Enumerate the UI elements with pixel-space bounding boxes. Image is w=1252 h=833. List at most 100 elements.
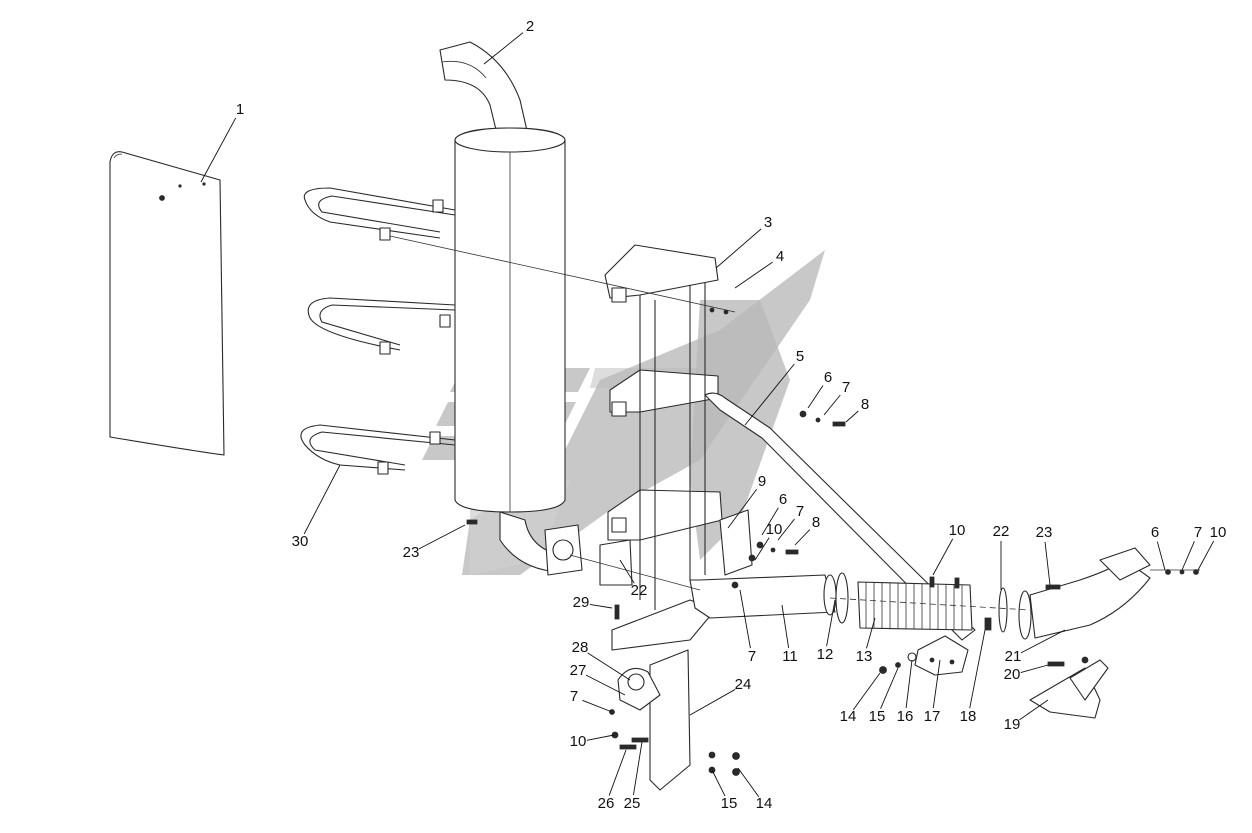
callout-leader-line — [689, 689, 736, 716]
callout-number: 10 — [766, 521, 783, 538]
callout-leader-line — [585, 674, 626, 696]
fasteners — [466, 410, 1199, 776]
callout-c19: 19 — [1004, 699, 1049, 733]
callout-c12: 12 — [817, 599, 836, 663]
bracket-plate — [719, 509, 753, 576]
exhaust-bend-pipe — [998, 547, 1151, 640]
callout-c14a: 14 — [737, 767, 773, 812]
callout-leader-line — [826, 599, 836, 647]
callout-c8a: 8 — [845, 396, 869, 423]
callout-c10b: 10 — [932, 522, 965, 576]
callout-leader-line — [761, 507, 779, 536]
callout-leader-line — [852, 672, 881, 710]
callout-number: 19 — [1004, 716, 1021, 733]
callout-leader-line — [734, 261, 773, 289]
callout-c30: 30 — [292, 464, 341, 550]
callout-leader-line — [619, 559, 635, 584]
intermediate-pipe — [689, 574, 837, 619]
callout-c9: 9 — [727, 473, 766, 529]
callout-number: 7 — [1194, 524, 1202, 541]
callout-leader-line — [1020, 629, 1066, 654]
callout-c3: 3 — [715, 214, 772, 269]
callout-c10c: 10 — [1197, 524, 1227, 571]
callout-number: 29 — [573, 594, 590, 611]
callout-leader-line — [781, 604, 790, 649]
callout-leader-line — [1019, 699, 1049, 721]
callout-number: 6 — [1151, 524, 1159, 541]
callout-c23b: 23 — [1036, 524, 1052, 586]
lower-support-bracket — [617, 649, 691, 791]
callout-leader-line — [200, 117, 237, 183]
callout-c6c: 6 — [1151, 524, 1166, 571]
callout-number: 2 — [526, 18, 534, 35]
callout-leader-line — [737, 767, 760, 797]
callout-c25: 25 — [624, 741, 643, 812]
callout-c5: 5 — [744, 348, 804, 426]
callout-c7c: 7 — [1181, 524, 1202, 571]
callout-number: 7 — [796, 503, 804, 520]
callout-number: 7 — [842, 379, 850, 396]
callout-c26: 26 — [598, 749, 627, 812]
callout-leader-line — [932, 538, 954, 576]
callout-number: 22 — [993, 523, 1010, 540]
callout-number: 6 — [824, 369, 832, 386]
callout-c13: 13 — [856, 617, 876, 665]
gasket-ring — [835, 572, 849, 624]
callout-number: 26 — [598, 795, 615, 812]
callout-leader-line — [582, 699, 613, 713]
callout-number: 15 — [721, 795, 738, 812]
callout-c18: 18 — [960, 629, 986, 725]
callout-c4: 4 — [734, 248, 784, 289]
callout-number: 7 — [748, 648, 756, 665]
mounting-frame — [544, 244, 729, 651]
callout-leader-line — [794, 529, 811, 546]
callout-leader-line — [932, 659, 941, 709]
callout-number: 11 — [782, 648, 798, 665]
callout-c27: 27 — [570, 662, 626, 696]
flexible-pipe — [857, 581, 973, 631]
callout-c7e: 7 — [739, 589, 756, 665]
callout-number: 12 — [817, 646, 834, 663]
callout-number: 25 — [624, 795, 641, 812]
callout-number: 14 — [756, 795, 773, 812]
callout-c10a: 10 — [754, 521, 783, 561]
callout-number: 21 — [1005, 648, 1022, 665]
heat-shield — [109, 151, 225, 456]
callout-leader-line — [727, 488, 758, 529]
callout-number: 23 — [403, 544, 420, 561]
callout-leader-line — [1020, 664, 1049, 674]
callout-number: 6 — [779, 491, 787, 508]
callout-number: 5 — [796, 348, 804, 365]
callout-leader-line — [739, 589, 751, 649]
callout-c15b: 15 — [869, 667, 899, 725]
callout-number: 30 — [292, 533, 309, 550]
callout-c14b: 14 — [840, 672, 881, 725]
callout-number: 17 — [924, 708, 941, 725]
callout-leader-line — [608, 749, 627, 796]
callout-leader-line — [711, 769, 726, 797]
support-rod — [704, 392, 976, 641]
callout-c24: 24 — [689, 676, 752, 716]
callout-number: 7 — [570, 688, 578, 705]
callout-number: 28 — [572, 639, 589, 656]
callout-c15a: 15 — [711, 769, 738, 812]
callout-number: 4 — [776, 248, 784, 265]
callout-c16: 16 — [897, 659, 913, 725]
callout-leader-line — [807, 385, 824, 409]
callout-leader-line — [715, 228, 762, 269]
callout-c23a: 23 — [403, 524, 466, 561]
callout-number: 14 — [840, 708, 857, 725]
callout-leader-line — [754, 537, 770, 561]
callout-number: 24 — [735, 676, 752, 693]
callout-leader-line — [845, 410, 859, 423]
callout-c20: 20 — [1004, 664, 1049, 683]
callout-number: 3 — [764, 214, 772, 231]
clamp-plate — [914, 635, 969, 676]
callout-number: 10 — [1210, 524, 1227, 541]
callout-c8b: 8 — [794, 514, 820, 546]
callout-leader-line — [1181, 541, 1195, 571]
callout-number: 9 — [758, 473, 766, 490]
callout-leader-line — [823, 394, 841, 416]
callout-leader-line — [777, 518, 795, 541]
